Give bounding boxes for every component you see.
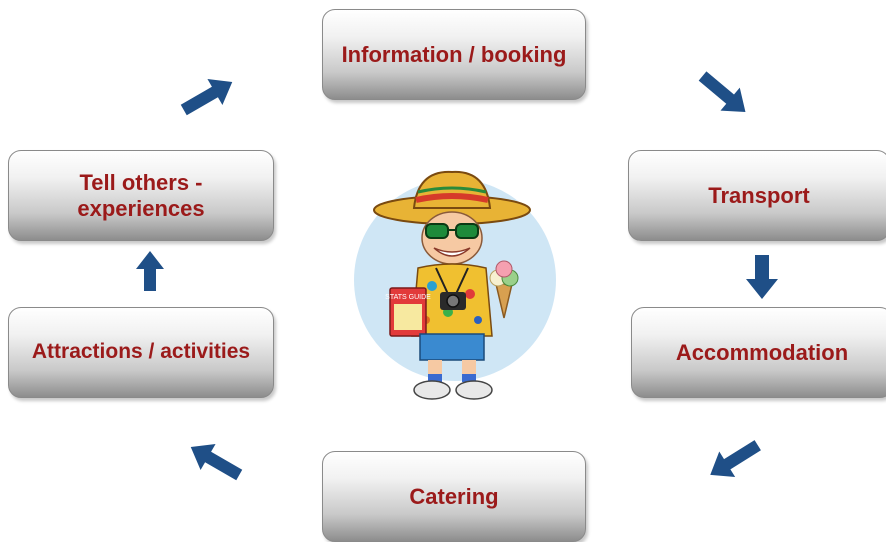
arrow-catering-to-attractions-icon bbox=[190, 444, 243, 481]
step-tell-others: Tell others - experiences bbox=[8, 150, 274, 241]
arrow-transport-to-accommodation-icon bbox=[746, 255, 778, 299]
arrow-tell-to-info-icon bbox=[180, 79, 233, 116]
step-information-booking: Information / booking bbox=[322, 9, 586, 100]
tourist-illustration-icon: STATS GUIDE bbox=[354, 170, 556, 400]
step-transport: Transport bbox=[628, 150, 886, 241]
guide-book-title: STATS GUIDE bbox=[385, 294, 431, 301]
arrow-accommodation-to-catering-icon bbox=[710, 440, 761, 477]
arrow-attractions-to-tell-icon bbox=[136, 251, 164, 291]
step-catering: Catering bbox=[322, 451, 586, 542]
step-accommodation: Accommodation bbox=[631, 307, 886, 398]
arrow-info-to-transport-icon bbox=[698, 71, 746, 112]
step-attractions-activities: Attractions / activities bbox=[8, 307, 274, 398]
